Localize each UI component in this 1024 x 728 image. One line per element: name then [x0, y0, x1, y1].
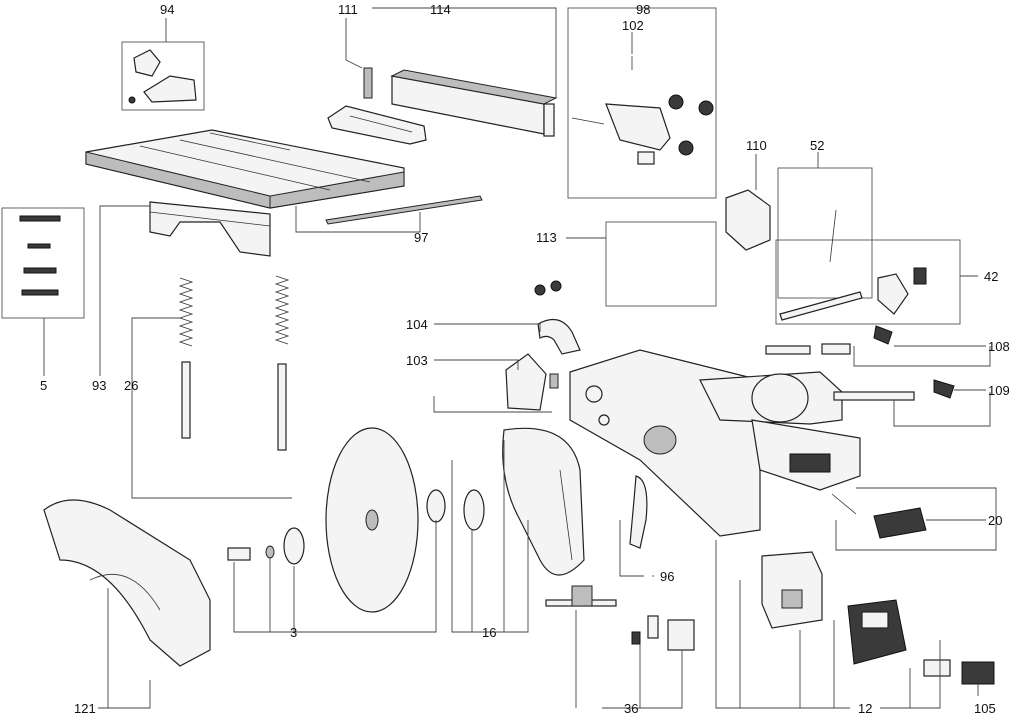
dust-elbow [534, 280, 581, 355]
group-box-98 [567, 7, 717, 199]
clamp-bars-5 [19, 215, 61, 296]
label-108: 108 [988, 339, 1010, 354]
label-3: 3 [290, 625, 297, 640]
label-110: 110 [746, 138, 767, 153]
label-16: 16 [482, 625, 496, 640]
group-box-42 [775, 239, 961, 325]
rip-fence-rail [390, 69, 558, 137]
motor-bracket [725, 189, 771, 251]
pin-109 [833, 379, 955, 401]
label-36: 36 [624, 701, 638, 716]
leader-lines [43, 7, 997, 709]
label-12: 12 [858, 701, 872, 716]
label-20: 20 [988, 513, 1002, 528]
label-114: 114 [430, 2, 451, 17]
label-96: 96 [660, 569, 674, 584]
height-rod [779, 209, 927, 321]
label-121: 121 [74, 701, 96, 716]
label-52: 52 [810, 138, 824, 153]
label-103: 103 [406, 353, 428, 368]
blade-flanges [227, 489, 485, 565]
cover-plate [505, 353, 559, 411]
group-box-113 [605, 221, 717, 307]
lower-blade-guard [43, 499, 211, 667]
label-98: 98 [636, 2, 650, 17]
label-109: 109 [988, 383, 1010, 398]
fittings-36 [545, 585, 695, 651]
label-113: 113 [536, 230, 557, 245]
riving-knife [629, 475, 648, 549]
label-104: 104 [406, 317, 428, 332]
pin-108 [765, 325, 893, 355]
group-box-94 [121, 41, 205, 111]
toothed-rack [325, 195, 483, 225]
miter-guide [327, 67, 427, 145]
label-111: 111 [338, 2, 358, 17]
label-97: 97 [414, 230, 428, 245]
upper-blade-guard [502, 427, 585, 576]
blade-guard-assembly-94 [128, 49, 197, 104]
label-42: 42 [984, 269, 998, 284]
table-top [85, 129, 405, 209]
table-support-beam [149, 201, 271, 257]
label-94: 94 [160, 2, 174, 17]
group-box-52 [777, 167, 873, 299]
lift-springs-26 [178, 275, 290, 451]
fence-clamp-assembly-98 [571, 56, 714, 165]
label-102: 102 [622, 18, 644, 33]
switch-105 [961, 661, 995, 685]
group-box-5 [1, 207, 85, 319]
saw-blade [325, 427, 419, 613]
label-26: 26 [124, 378, 138, 393]
motor-housing [569, 349, 861, 537]
lever-20 [831, 493, 927, 539]
label-5: 5 [40, 378, 47, 393]
label-105: 105 [974, 701, 996, 716]
switch-box [761, 551, 951, 677]
label-93: 93 [92, 378, 106, 393]
